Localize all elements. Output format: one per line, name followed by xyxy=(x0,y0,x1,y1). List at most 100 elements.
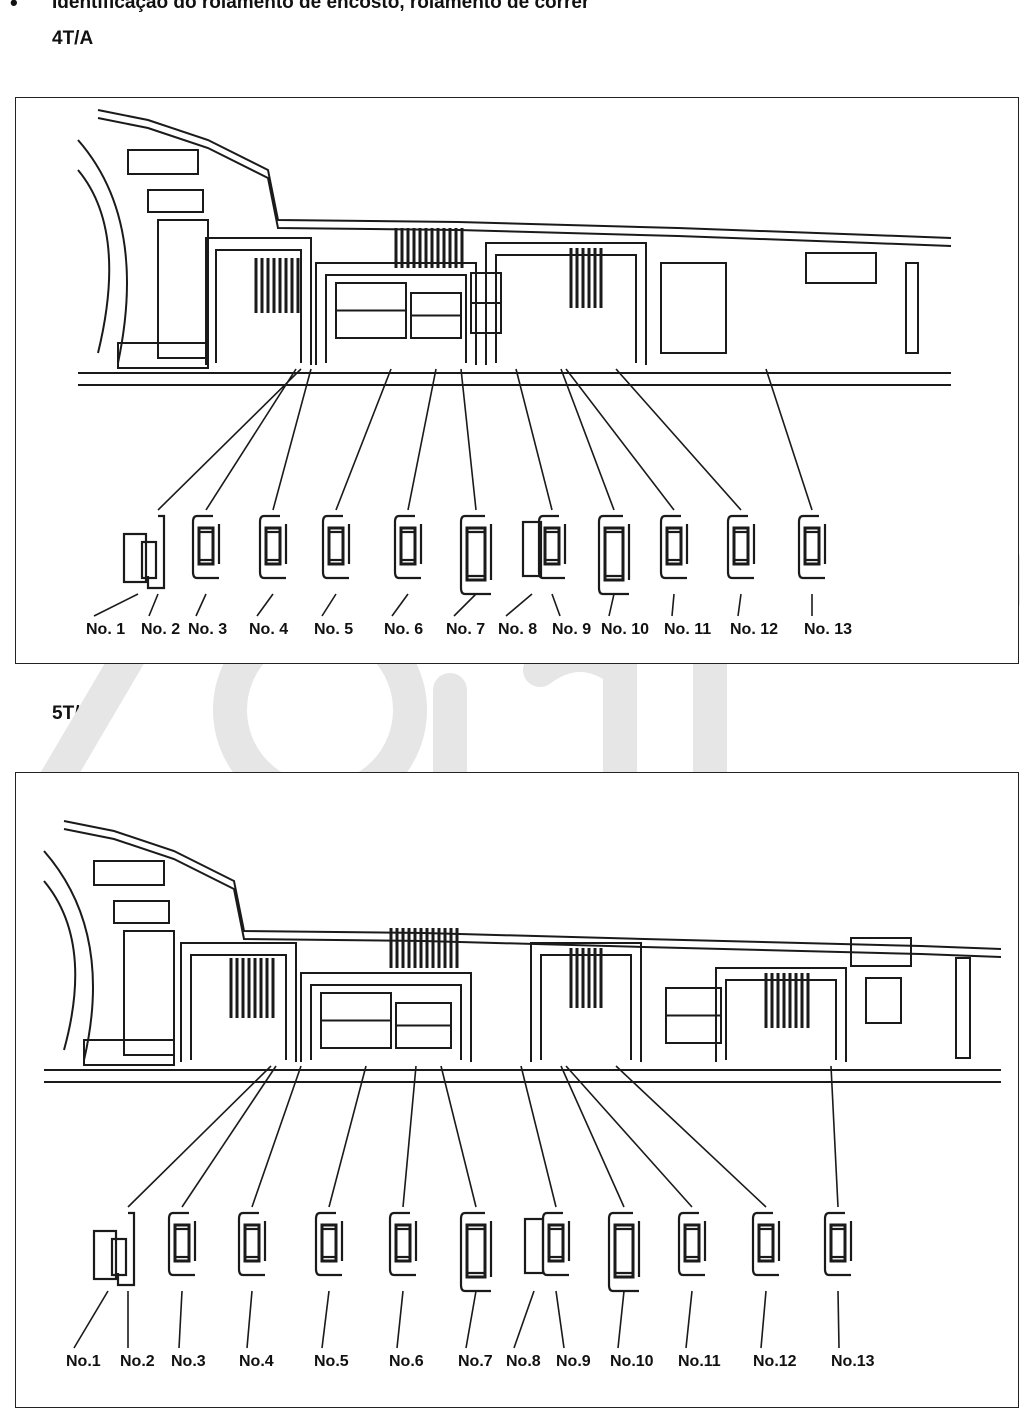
bearing-label-11: No.11 xyxy=(678,1353,721,1370)
clutch-plate-pack xyxy=(254,258,300,313)
bearing-outer-race xyxy=(191,514,219,580)
clutch-drum xyxy=(310,984,462,1060)
label-stem xyxy=(837,1290,840,1349)
bearing-roller xyxy=(665,526,683,566)
bearing-roller xyxy=(543,526,561,566)
label-stem xyxy=(256,593,274,617)
bearing-outer-race xyxy=(167,1211,195,1277)
label-stem xyxy=(513,1290,535,1349)
bearing-icon-1 xyxy=(122,532,148,584)
bearing-label-4: No.4 xyxy=(239,1353,274,1370)
converter-arc xyxy=(77,139,128,364)
label-stem xyxy=(453,593,477,617)
spacer-block xyxy=(521,520,543,578)
leader-line xyxy=(765,368,813,511)
clutch-drum xyxy=(215,249,302,363)
roller xyxy=(110,1237,128,1277)
tail-housing-part xyxy=(865,977,902,1024)
bearing-outer-race xyxy=(823,1211,851,1277)
bearing-icon-13 xyxy=(797,514,827,580)
bearing-outer-race xyxy=(607,1211,639,1293)
bearing-outer-race xyxy=(751,1211,779,1277)
washer-block xyxy=(92,1229,118,1281)
bearing-outer-race xyxy=(797,514,825,580)
clutch-plate-pack xyxy=(764,973,810,1028)
leader-line xyxy=(615,1065,767,1208)
bearing-roller xyxy=(683,1223,701,1263)
converter-arc xyxy=(43,880,77,1051)
leader-lines xyxy=(93,368,813,617)
label-stem xyxy=(321,1290,330,1349)
bearing-icon-11 xyxy=(659,514,689,580)
leader-line xyxy=(830,1065,839,1208)
bearing-label-1: No.1 xyxy=(66,1353,101,1370)
bearing-label-7: No.7 xyxy=(458,1353,493,1370)
bearing-outer-race xyxy=(659,514,687,580)
bearing-label-9: No. 9 xyxy=(552,621,591,638)
clutch-plate-pack xyxy=(569,948,603,1008)
clutch-plate-pack xyxy=(569,248,603,308)
bearing-roller xyxy=(173,1223,191,1263)
bearing-outer-race xyxy=(459,1211,491,1293)
clutch-drum xyxy=(300,972,472,1062)
bearing-icon-7 xyxy=(459,1211,493,1293)
spacer-block xyxy=(523,1217,545,1275)
bearing-icon-7 xyxy=(459,514,493,596)
clutch-drum xyxy=(495,254,637,363)
bearing-roller xyxy=(732,526,750,566)
bearing-icon-12 xyxy=(726,514,756,580)
pump-housing xyxy=(123,930,175,1056)
leader-line xyxy=(560,368,615,511)
bearing-icon-10 xyxy=(597,514,631,596)
bolt xyxy=(127,149,199,175)
pump-housing xyxy=(117,342,209,369)
clutch-drum xyxy=(485,242,647,365)
bearing-roller xyxy=(803,526,821,566)
bearing-icon-4 xyxy=(237,1211,267,1277)
bearing-outer-race xyxy=(726,514,754,580)
housing-outline xyxy=(97,109,952,239)
race-plate xyxy=(146,514,166,590)
clutch-drum xyxy=(180,942,297,1062)
section-title-4ta: 4T/A xyxy=(52,28,94,49)
bearing-label-3: No. 3 xyxy=(188,621,227,638)
leader-line xyxy=(520,1065,557,1208)
converter-arc xyxy=(77,169,111,354)
race-plate xyxy=(116,1211,136,1287)
leader-lines xyxy=(73,1065,840,1349)
clutch-drum xyxy=(530,942,642,1062)
bearing-outer-race xyxy=(459,514,491,596)
leader-line xyxy=(328,1065,367,1208)
housing-outline xyxy=(63,820,1002,950)
bearing-roller xyxy=(320,1223,338,1263)
label-stem xyxy=(555,1290,565,1349)
bearing-outer-race xyxy=(321,514,349,580)
clutch-plate-pack xyxy=(389,928,459,968)
bearing-icon-12 xyxy=(751,1211,781,1277)
converter-arc xyxy=(43,850,94,1061)
tail-housing-part xyxy=(850,937,912,967)
label-stem xyxy=(551,593,561,617)
housing-outline xyxy=(97,117,952,247)
bearing-outer-race xyxy=(597,514,629,596)
label-stem xyxy=(671,593,675,617)
leader-line xyxy=(440,1065,477,1208)
label-stem xyxy=(246,1290,253,1349)
clutch-drum xyxy=(725,979,837,1060)
bearing-outer-race xyxy=(388,1211,416,1277)
leader-line xyxy=(565,1065,693,1208)
label-stem xyxy=(737,593,742,617)
bearing-icon-10 xyxy=(607,1211,641,1293)
bearing-roller xyxy=(264,526,282,566)
pump-housing xyxy=(83,1039,175,1066)
bearing-icon-6 xyxy=(388,1211,418,1277)
bearing-icon-2 xyxy=(140,514,166,590)
label-stem xyxy=(178,1290,183,1349)
label-stem xyxy=(465,1290,477,1349)
bearing-outer-race xyxy=(541,1211,569,1277)
label-stem xyxy=(685,1290,693,1349)
